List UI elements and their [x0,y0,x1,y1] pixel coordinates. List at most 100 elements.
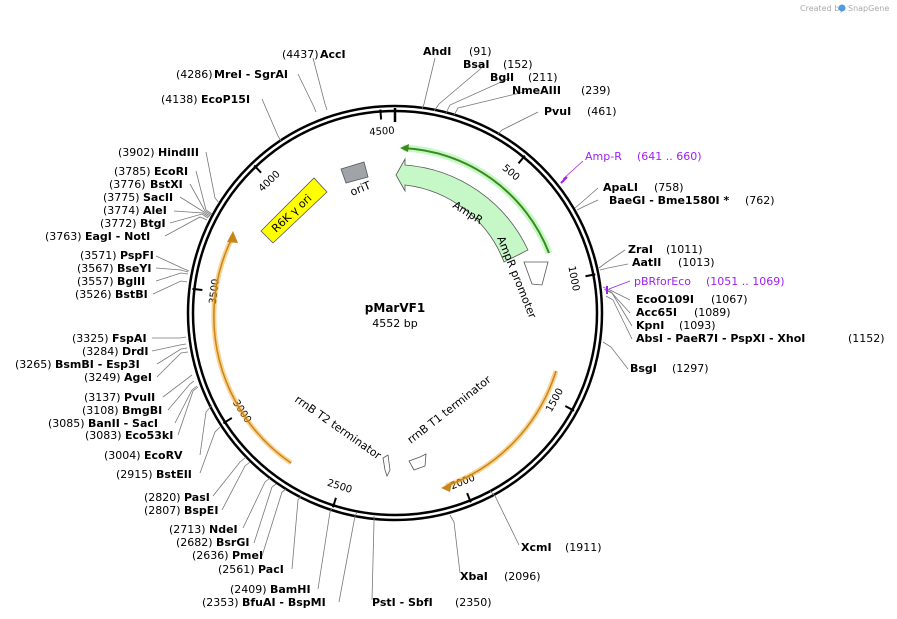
svg-text:(762): (762) [745,194,775,207]
svg-text:(3774): (3774) [103,204,140,217]
svg-text:BspEI: BspEI [184,504,218,517]
site-label-bseYI[interactable]: (3567)BseYI [77,262,151,275]
svg-text:(3137): (3137) [84,391,121,404]
site-label-xcmI[interactable]: XcmI(1911) [521,541,602,554]
pbr-primer-leader [608,280,631,290]
site-label-bspEI[interactable]: (2807)BspEI [144,504,218,517]
svg-text:AgeI: AgeI [124,371,152,384]
site-label-mreI[interactable]: (4286)MreI - SgrAI [176,68,288,81]
site-label-pspFI[interactable]: (3571)PspFI [80,249,154,262]
site-label-ndeI[interactable]: (2713)NdeI [169,523,238,536]
site-label-bglI[interactable]: BglI(211) [490,71,558,84]
svg-text:AleI: AleI [143,204,167,217]
site-label-pmeI[interactable]: (2636)PmeI [192,549,263,562]
site-label-eco53kI[interactable]: (3083)Eco53kI [85,429,173,442]
svg-text:(3775): (3775) [103,191,140,204]
site-label-bglII[interactable]: (3557)BglII [77,275,145,288]
svg-text:XcmI: XcmI [521,541,552,554]
svg-text:(3785): (3785) [114,165,151,178]
amp-r-primer-mark [560,176,568,184]
site-label-ecoRV[interactable]: (3004)EcoRV [104,449,183,462]
site-label-pacI[interactable]: (2561)PacI [218,563,284,576]
svg-text:(4437): (4437) [282,48,319,61]
site-label-nmeAIII[interactable]: NmeAIII(239) [512,84,611,97]
tick-mark-4500 [379,109,383,120]
ampR-feature[interactable] [395,157,529,263]
rrnB-t1-glyph[interactable] [408,453,427,471]
site-label-bstXI[interactable]: (3776)BstXI [109,178,183,191]
svg-text:PmeI: PmeI [232,549,263,562]
site-label-bsgI[interactable]: BsgI(1297) [630,362,709,375]
site-label-btgI[interactable]: (3772)BtgI [100,217,166,230]
site-label-acc65I[interactable]: Acc65I (1089) [636,306,731,319]
pbr-primer-label[interactable]: pBRforEco (1051 .. 1069) [634,275,785,288]
site-label-aatII[interactable]: AatII(1013) [632,256,715,269]
svg-text:EcoP15I: EcoP15I [201,93,250,106]
site-label-aleI[interactable]: (3774)AleI [103,204,167,217]
site-label-ecoP15I[interactable]: (4138)EcoP15I [161,93,250,106]
site-label-esp3I[interactable]: (3265)BsmBI - Esp3I [15,358,140,371]
site-label-bsrGI[interactable]: (2682)BsrGI [176,536,249,549]
site-label-xhoI[interactable]: AbsI - PaeR7I - PspXI - XhoI(1152) [636,332,885,345]
site-label-hindIII[interactable]: (3902)HindIII [118,146,199,159]
r6k-feature[interactable] [260,177,328,244]
site-label-ecoO109I[interactable]: EcoO109I(1067) [636,293,748,306]
svg-text:BanII - SacI: BanII - SacI [88,417,158,430]
site-label-bamHI[interactable]: (2409)BamHI [230,583,311,596]
site-label-bspMI[interactable]: (2353)BfuAI - BspMI [202,596,326,609]
svg-text:PstI - SbfI: PstI - SbfI [372,596,433,609]
svg-text:BmgBI: BmgBI [122,404,162,417]
site-label-sacII[interactable]: (3775)SacII [103,191,173,204]
site-label-kpnI[interactable]: KpnI(1093) [636,319,716,332]
svg-text:AbsI - PaeR7I - PspXI - XhoI: AbsI - PaeR7I - PspXI - XhoI [636,332,805,345]
site-label-drdI[interactable]: (3284)DrdI [82,345,149,358]
svg-text:(1089): (1089) [694,306,731,319]
svg-text:(3557): (3557) [77,275,114,288]
site-label-xbaI[interactable]: XbaI(2096) [460,570,541,583]
site-label-ageI[interactable]: (3249)AgeI [84,371,152,384]
r6k-label: R6K γ ori [269,192,314,235]
site-label-fspAI[interactable]: (3325)FspAI [72,332,147,345]
site-label-bme1580I[interactable]: BaeGI - Bme1580I *(762) [609,194,775,207]
svg-text:(1013): (1013) [678,256,715,269]
svg-text:EagI - NotI: EagI - NotI [85,230,150,243]
site-label-accI[interactable]: (4437)AccI [282,48,346,61]
svg-text:(152): (152) [503,58,533,71]
site-label-zraI[interactable]: ZraI(1011) [628,243,703,256]
ampR-promoter-shape[interactable] [523,261,549,286]
svg-text:NdeI: NdeI [209,523,238,536]
svg-text:(2561): (2561) [218,563,255,576]
site-label-pvuII[interactable]: (3137)PvuII [84,391,155,404]
site-label-pvuI[interactable]: PvuI(461) [544,105,617,118]
site-label-ahdI[interactable]: AhdI(91) [423,45,492,58]
svg-text:(2682): (2682) [176,536,213,549]
svg-text:(1093): (1093) [679,319,716,332]
rrnB-t2-glyph[interactable] [382,454,391,478]
site-label-notI[interactable]: (3763)EagI - NotI [45,230,150,243]
site-label-pasI[interactable]: (2820)PasI [144,491,210,504]
svg-text:(2636): (2636) [192,549,229,562]
site-label-bstEII[interactable]: (2915)BstEII [116,468,192,481]
svg-text:(758): (758) [654,181,684,194]
svg-text:BtgI: BtgI [140,217,166,230]
svg-text:(3772): (3772) [100,217,137,230]
site-label-sacI[interactable]: (3085)BanII - SacI [48,417,158,430]
site-label-bstBI[interactable]: (3526)BstBI [75,288,148,301]
svg-text:Acc65I: Acc65I [636,306,677,319]
site-label-apaLI[interactable]: ApaLI(758) [603,181,684,194]
rrnB-t1-label: rrnB T1 terminator [405,373,494,447]
svg-text:(91): (91) [469,45,492,58]
site-label-pstI[interactable]: PstI - SbfI(2350) [372,596,492,609]
svg-text:(239): (239) [581,84,611,97]
site-label-bmgBI[interactable]: (3108)BmgBI [82,404,162,417]
svg-text:(461): (461) [587,105,617,118]
site-label-bsaI[interactable]: BsaI(152) [463,58,533,71]
svg-text:(4286): (4286) [176,68,213,81]
amp-r-primer-label[interactable]: Amp-R (641 .. 660) [585,150,702,163]
rrnB-t1-arc-arrowhead [441,482,452,492]
svg-text:BglII: BglII [117,275,145,288]
ampR-arc-arrowhead [400,144,409,152]
svg-text:SacII: SacII [143,191,173,204]
site-label-ecoRI[interactable]: (3785)EcoRI [114,165,188,178]
oriT-feature[interactable] [340,161,369,184]
